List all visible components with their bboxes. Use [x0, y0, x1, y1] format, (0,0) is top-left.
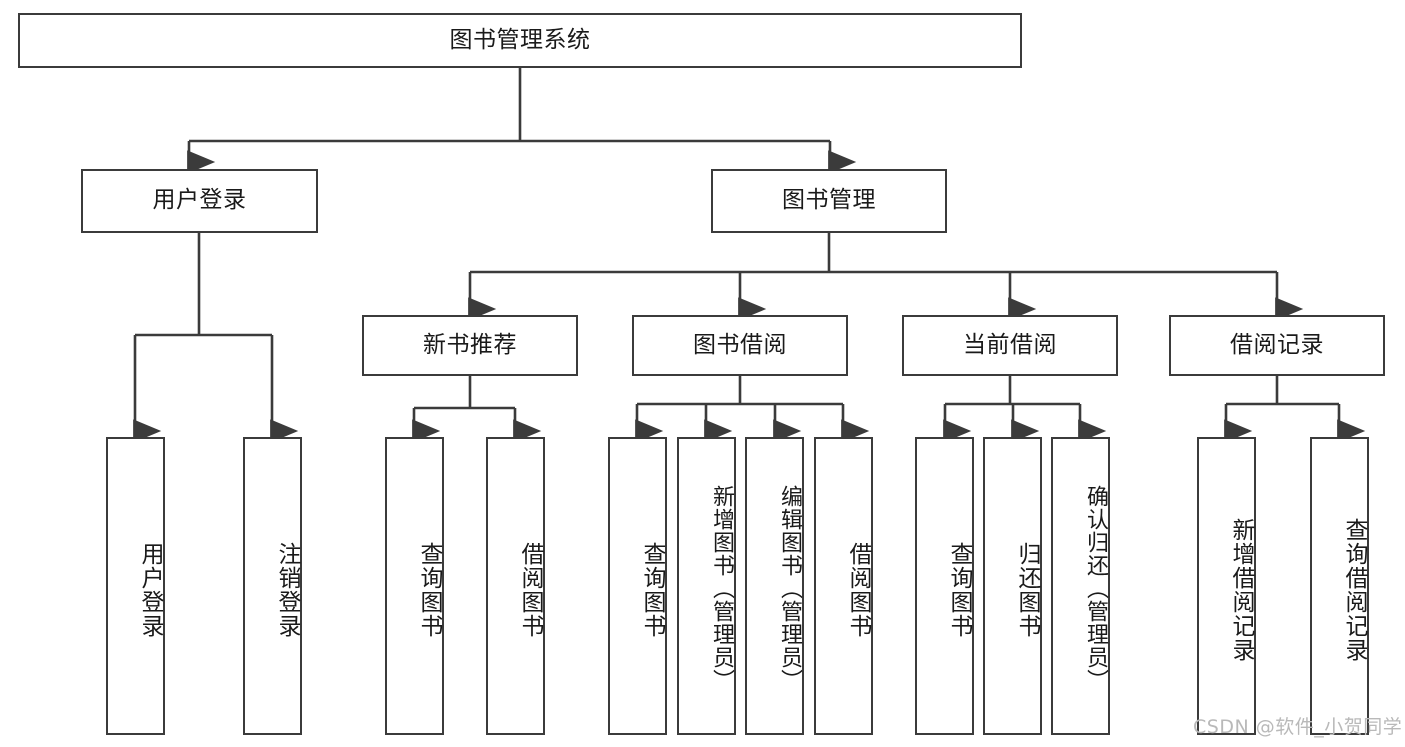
leaf-query-book-borrow[interactable]: 查询图书 — [608, 437, 667, 735]
leaf-borrow-book-recommend[interactable]: 借阅图书 — [486, 437, 545, 735]
node-borrow-record[interactable]: 借阅记录 — [1169, 315, 1385, 376]
node-current-borrow[interactable]: 当前借阅 — [902, 315, 1118, 376]
leaf-query-borrow-record[interactable]: 查询借阅记录 — [1310, 437, 1369, 735]
leaf-add-book[interactable]: 新增图书（管理员） — [677, 437, 736, 735]
leaf-logout-login[interactable]: 注销登录 — [243, 437, 302, 735]
leaf-return-book[interactable]: 归还图书 — [983, 437, 1042, 735]
node-user-login[interactable]: 用户登录 — [81, 169, 318, 233]
leaf-query-book-current[interactable]: 查询图书 — [915, 437, 974, 735]
leaf-edit-book[interactable]: 编辑图书（管理员） — [745, 437, 804, 735]
node-root[interactable]: 图书管理系统 — [18, 13, 1022, 68]
node-new-book-recommend[interactable]: 新书推荐 — [362, 315, 578, 376]
csdn-watermark: CSDN @软件_小贺同学 — [1193, 716, 1403, 738]
leaf-borrow-book[interactable]: 借阅图书 — [814, 437, 873, 735]
leaf-add-borrow-record[interactable]: 新增借阅记录 — [1197, 437, 1256, 735]
node-book-borrow[interactable]: 图书借阅 — [632, 315, 848, 376]
node-book-management[interactable]: 图书管理 — [711, 169, 947, 233]
leaf-user-login[interactable]: 用户登录 — [106, 437, 165, 735]
leaf-confirm-return[interactable]: 确认归还（管理员） — [1051, 437, 1110, 735]
leaf-query-book-recommend[interactable]: 查询图书 — [385, 437, 444, 735]
